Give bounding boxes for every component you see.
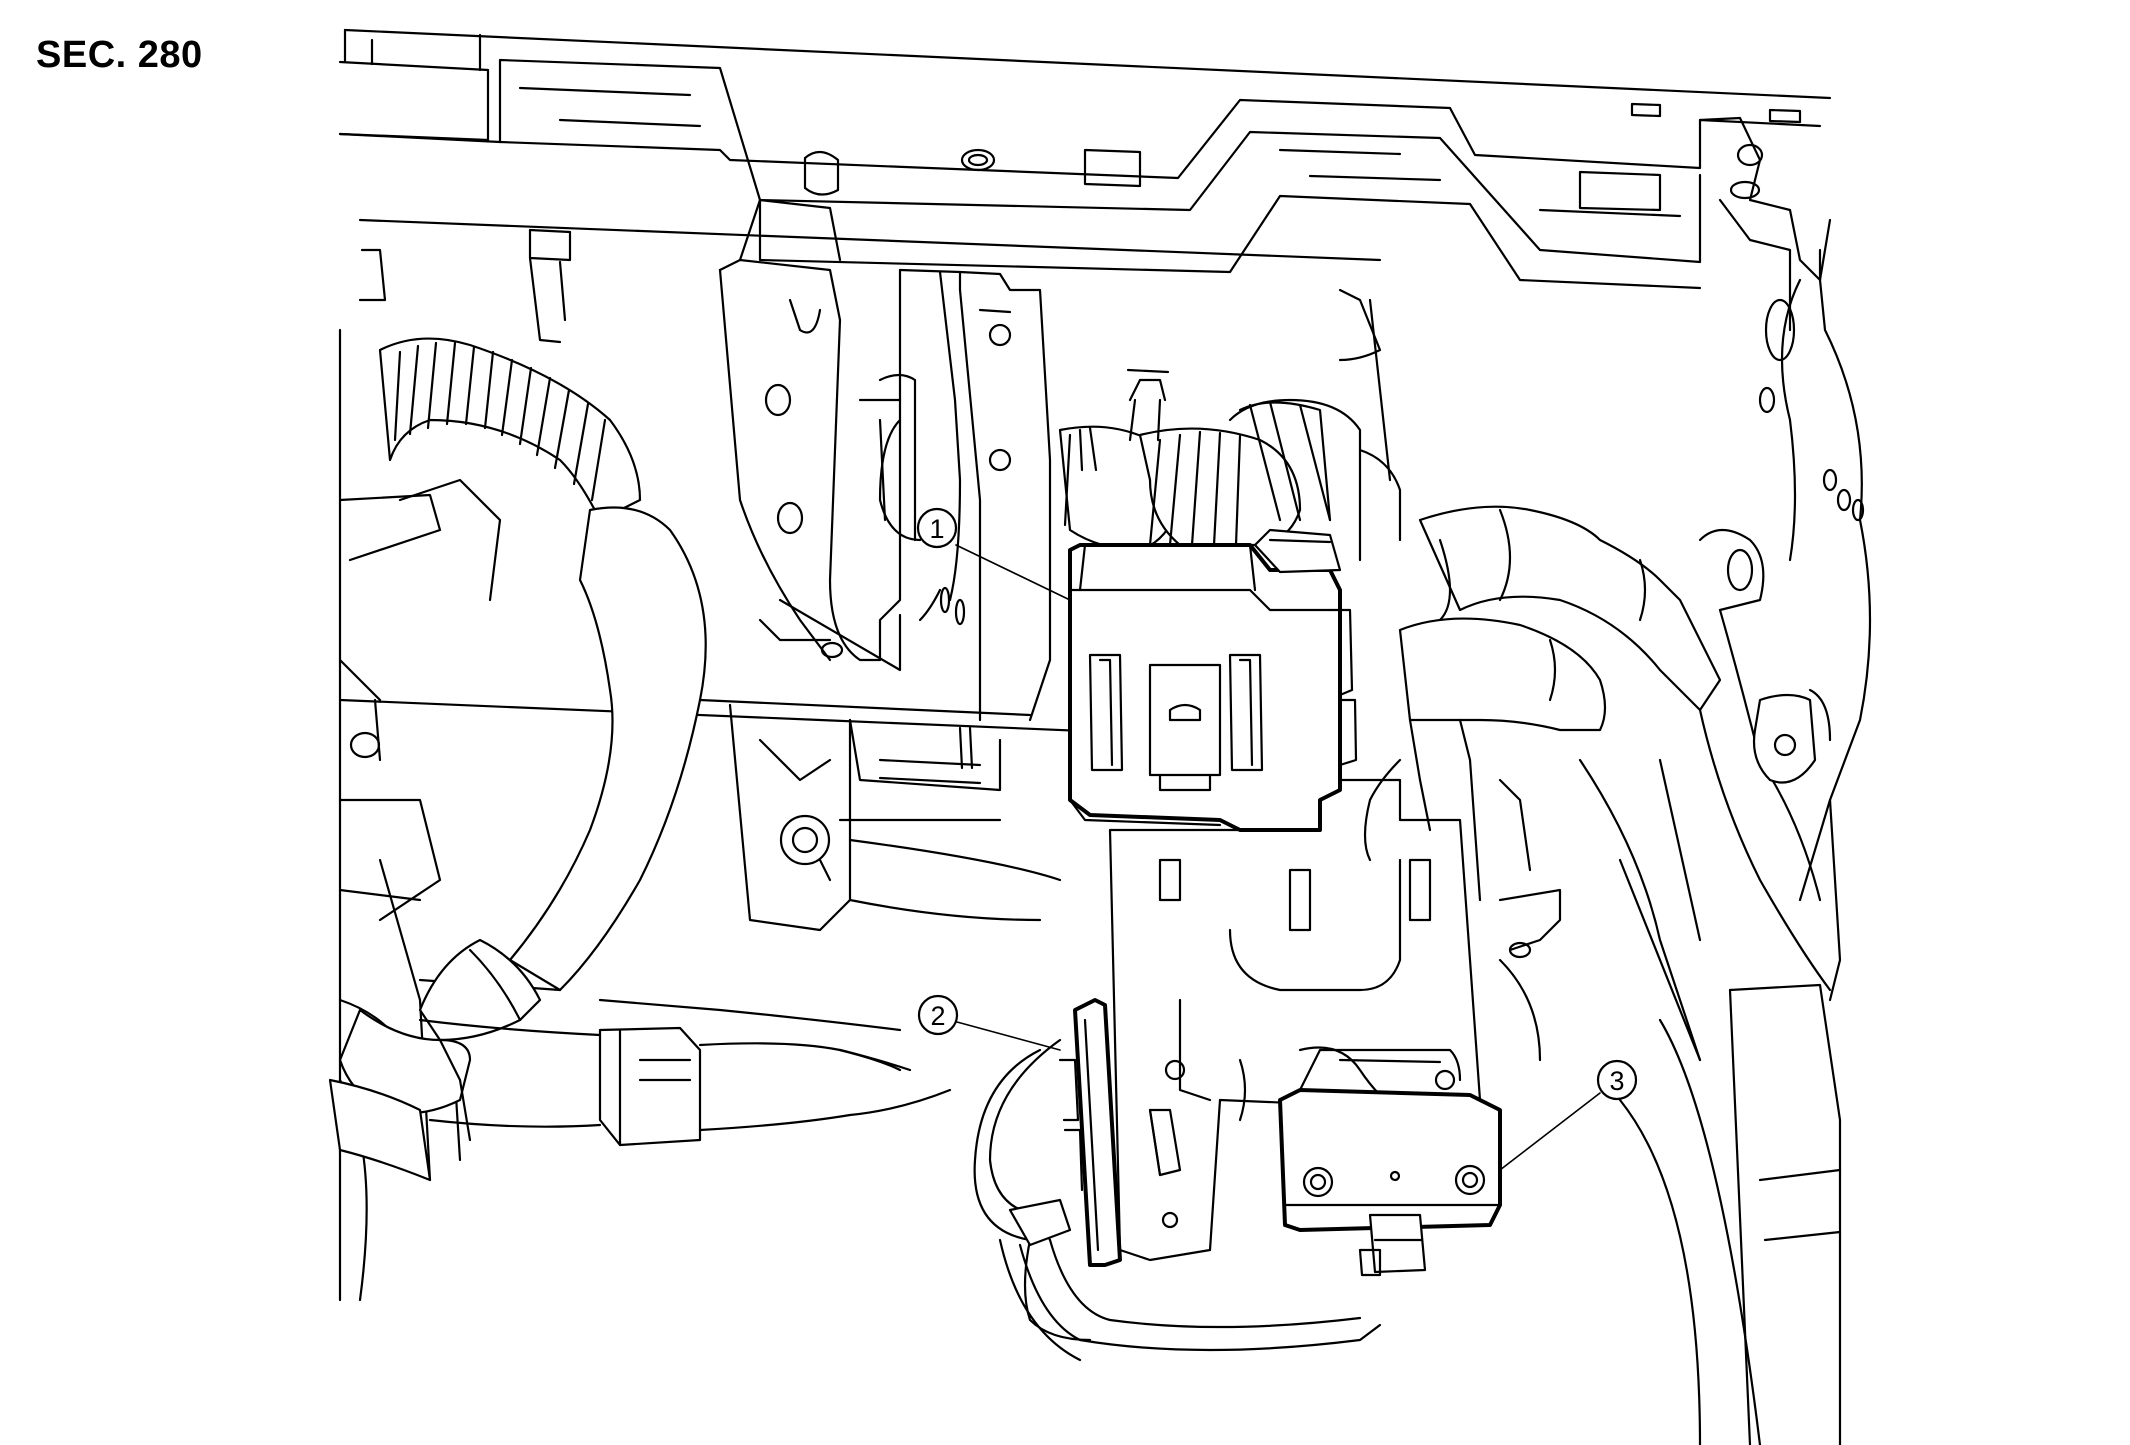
leader-lines [955, 544, 1601, 1171]
item-3-control-unit [1278, 1048, 1502, 1277]
misc-bracket-lines [1338, 288, 1562, 1062]
item-2-connector [973, 998, 1382, 1362]
right-side-panel [1618, 116, 1872, 1445]
lower-wire-harness [418, 998, 952, 1147]
steering-column [698, 270, 1062, 932]
right-wire-harness [1398, 505, 1832, 1062]
callout-3: 3 [1596, 1059, 1638, 1101]
callout-2-number: 2 [930, 1001, 945, 1031]
callout-3-number: 3 [1609, 1066, 1624, 1096]
callout-1: 1 [916, 507, 958, 549]
dash-crossmember [338, 28, 1832, 290]
section-label: SEC. 280 [36, 34, 203, 76]
center-harness [1058, 368, 1402, 562]
main-wire-harness [328, 337, 707, 1182]
callout-2: 2 [917, 994, 959, 1036]
item-1-connector [1068, 528, 1358, 832]
callout-1-number: 1 [929, 514, 944, 544]
column-bracket [718, 198, 966, 672]
